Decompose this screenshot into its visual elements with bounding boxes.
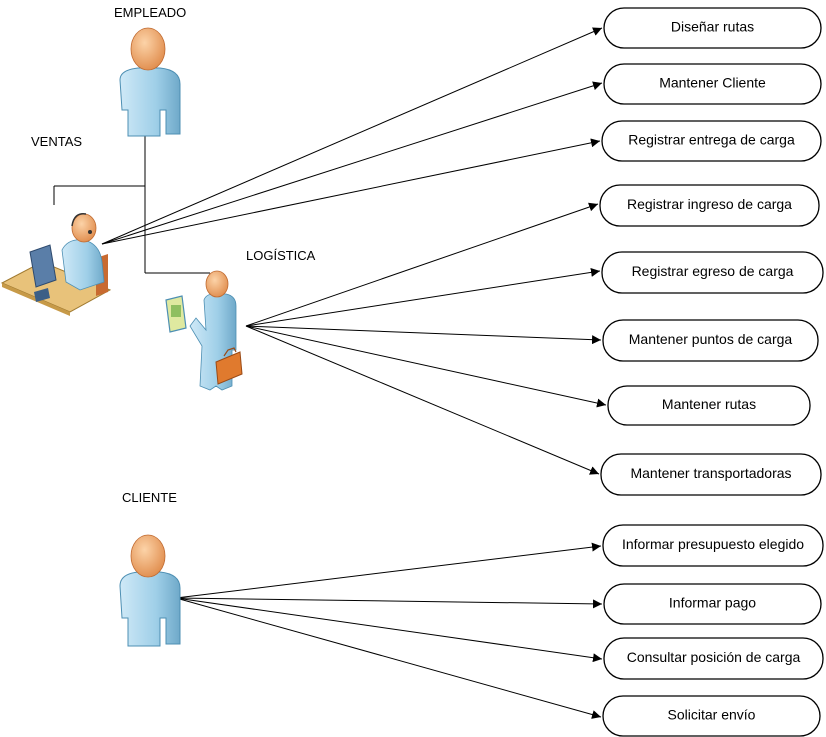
use-case-label: Mantener transportadoras: [630, 465, 791, 481]
use-cases-logistica: Registrar ingreso de carga Registrar egr…: [599, 184, 824, 496]
use-case-label: Mantener Cliente: [659, 75, 766, 91]
use-case-mantener-cliente[interactable]: Mantener Cliente: [603, 63, 822, 105]
use-case-label: Consultar posición de carga: [627, 649, 801, 665]
use-case-label: Informar presupuesto elegido: [622, 536, 804, 552]
actor-cliente: CLIENTE: [119, 490, 181, 647]
use-case-mantener-puntos[interactable]: Mantener puntos de carga: [602, 319, 819, 362]
use-case-informar-pago[interactable]: Informar pago: [603, 583, 822, 625]
use-case-label: Registrar entrega de carga: [628, 132, 795, 148]
actor-ventas: VENTAS: [0, 134, 112, 316]
person-icon: [119, 27, 181, 137]
actor-empleado-label: EMPLEADO: [114, 5, 186, 20]
use-cases-cliente: Informar presupuesto elegido Informar pa…: [602, 524, 824, 737]
use-case-label: Diseñar rutas: [671, 19, 754, 35]
use-case-disenar-rutas[interactable]: Diseñar rutas: [603, 7, 822, 49]
use-case-registrar-ingreso[interactable]: Registrar ingreso de carga: [599, 184, 820, 227]
use-case-label: Informar pago: [669, 595, 756, 611]
actor-empleado: EMPLEADO: [114, 5, 186, 137]
use-case-label: Registrar egreso de carga: [632, 263, 794, 279]
use-case-consultar-posicion[interactable]: Consultar posición de carga: [603, 637, 824, 680]
use-case-registrar-egreso[interactable]: Registrar egreso de carga: [601, 251, 824, 294]
use-case-informar-presupuesto[interactable]: Informar presupuesto elegido: [602, 524, 824, 567]
use-case-registrar-entrega[interactable]: Registrar entrega de carga: [601, 120, 822, 162]
use-case-mantener-transportadoras[interactable]: Mantener transportadoras: [600, 453, 822, 496]
use-case-mantener-rutas[interactable]: Mantener rutas: [607, 385, 811, 426]
use-case-label: Mantener rutas: [662, 396, 756, 412]
actor-ventas-label: VENTAS: [31, 134, 82, 149]
actor-logistica-label: LOGÍSTICA: [246, 248, 316, 263]
desk-worker-icon: [0, 213, 112, 316]
use-case-label: Mantener puntos de carga: [629, 331, 793, 347]
actor-logistica: LOGÍSTICA: [165, 248, 316, 391]
use-case-solicitar-envio[interactable]: Solicitar envío: [602, 695, 821, 737]
person-icon: [119, 534, 181, 647]
use-case-label: Registrar ingreso de carga: [627, 196, 792, 212]
association-lines: [101, 27, 607, 719]
use-case-label: Solicitar envío: [668, 707, 756, 723]
use-cases-ventas: Diseñar rutas Mantener Cliente Registrar…: [601, 7, 822, 162]
hierarchy-lines: [53, 132, 210, 274]
logistics-worker-icon: [165, 270, 243, 391]
actor-cliente-label: CLIENTE: [122, 490, 177, 505]
